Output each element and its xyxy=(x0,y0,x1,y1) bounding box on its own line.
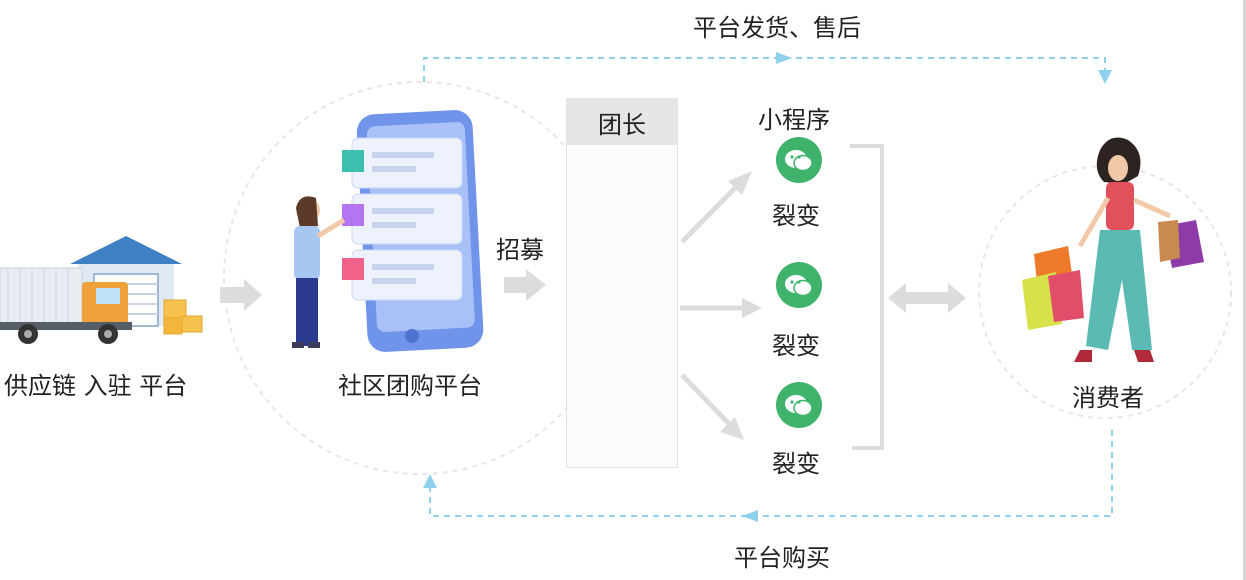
platform-label: 社区团购平台 xyxy=(338,372,482,400)
fission-arrow-down-line xyxy=(680,373,732,427)
fission-arrow-up-head xyxy=(728,171,752,195)
phone-platform-illustration xyxy=(292,110,484,352)
wechat-icon xyxy=(776,137,822,183)
recruit-label: 招募 xyxy=(496,236,544,264)
fission-label-1: 裂变 xyxy=(772,202,820,230)
leader-column: 团长 xyxy=(566,98,678,468)
top-flow-line xyxy=(423,57,1106,82)
top-flow-end-arrow xyxy=(1098,70,1112,84)
consumer-label: 消费者 xyxy=(1072,384,1144,412)
top-flow-mid-arrow xyxy=(776,52,792,64)
fission-label-2: 裂变 xyxy=(772,332,820,360)
fission-arrow-mid-head xyxy=(742,298,762,318)
recruit-arrow xyxy=(504,269,546,301)
leader-header: 团长 xyxy=(567,99,677,145)
bottom-flow-mid-arrow xyxy=(742,510,758,522)
fission-arrow-down-head xyxy=(720,417,744,440)
right-edge-divider xyxy=(1243,0,1246,580)
fission-arrow-up-line xyxy=(680,183,740,244)
bracket xyxy=(850,144,884,450)
bottom-flow-end-arrow xyxy=(423,474,437,488)
bottom-flow-line xyxy=(429,430,1113,517)
warehouse-truck-illustration xyxy=(0,236,203,344)
double-arrow xyxy=(888,283,966,313)
top-flow-label: 平台发货、售后 xyxy=(693,14,861,42)
wechat-icon xyxy=(776,262,822,308)
bottom-flow-label: 平台购买 xyxy=(734,544,830,572)
mini-program-label: 小程序 xyxy=(758,106,830,134)
supply-to-platform-arrow xyxy=(220,279,262,311)
supply-chain-label: 供应链 入驻 平台 xyxy=(4,372,188,400)
wechat-icon xyxy=(776,382,822,428)
fission-label-3: 裂变 xyxy=(772,450,820,478)
shopper-woman-illustration xyxy=(1022,137,1204,362)
